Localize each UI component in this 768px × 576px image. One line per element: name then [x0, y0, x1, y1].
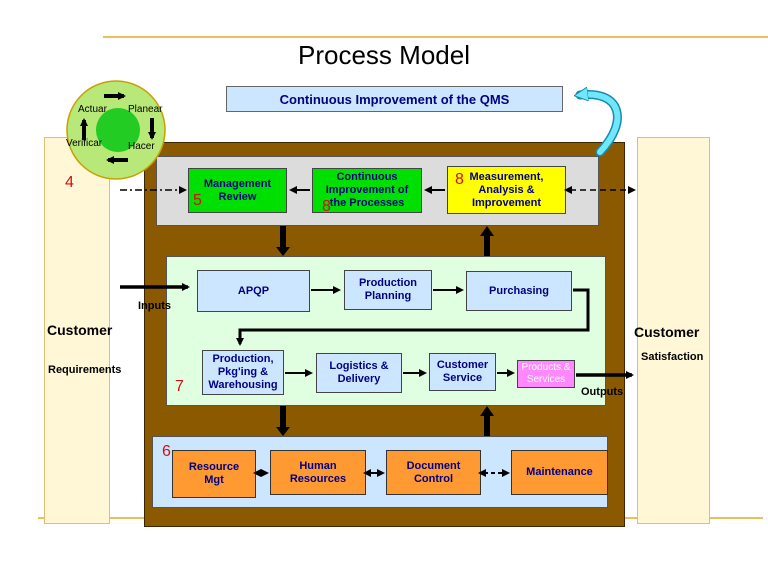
pdca-verificar: Verificar: [66, 138, 103, 149]
production-planning-box: Production Planning: [344, 270, 432, 310]
top-accent-line: [103, 36, 768, 38]
pdca-planear: Planear: [128, 104, 163, 115]
number-7: 7: [175, 378, 184, 395]
number-4: 4: [65, 174, 74, 191]
management-review-box: Management Review: [188, 168, 287, 213]
customer-left-heading: Customer: [47, 322, 113, 338]
continuous-improvement-box: Continuous Improvement of the Processes: [312, 168, 422, 213]
maintenance-box: Maintenance: [511, 450, 608, 495]
outputs-label: Outputs: [581, 386, 624, 398]
purchasing-to-production-arrow: [236, 288, 590, 346]
up-arrow-1-head: [480, 226, 494, 236]
customer-service-box: Customer Service: [429, 353, 496, 391]
qms-banner: Continuous Improvement of the QMS: [226, 86, 563, 112]
number-8-ci: 8: [322, 198, 331, 215]
customer-left-subtext: Requirements: [48, 364, 122, 376]
number-8-measure: 8: [455, 171, 464, 188]
purchasing-box: Purchasing: [466, 271, 572, 311]
customer-right-subtext: Satisfaction: [641, 351, 704, 363]
customer-satisfaction-panel: [637, 137, 710, 524]
document-control-box: Document Control: [386, 450, 481, 495]
customer-right-heading: Customer: [634, 324, 700, 340]
customer-requirements-panel: [44, 137, 110, 524]
production-box: Production, Pkg'ing & Warehousing: [202, 350, 284, 395]
logistics-box: Logistics & Delivery: [316, 353, 402, 393]
page-title: Process Model: [298, 40, 470, 70]
products-services-box: Products & Services: [517, 360, 575, 388]
number-6: 6: [162, 443, 171, 460]
pdca-inner-circle: [96, 108, 140, 152]
measurement-box: Measurement, Analysis & Improvement: [447, 166, 566, 214]
inputs-label: Inputs: [138, 300, 171, 312]
pdca-hacer: Hacer: [128, 141, 155, 152]
pdca-actuar: Actuar: [78, 104, 107, 115]
up-arrow-2-head: [480, 406, 494, 416]
resource-mgt-box: Resource Mgt: [172, 450, 256, 498]
down-arrow-1-head: [276, 247, 290, 256]
feedback-curved-arrow-fill: [580, 94, 621, 155]
number-5: 5: [193, 192, 202, 209]
down-arrow-2-head: [276, 427, 290, 436]
apqp-box: APQP: [197, 270, 310, 312]
